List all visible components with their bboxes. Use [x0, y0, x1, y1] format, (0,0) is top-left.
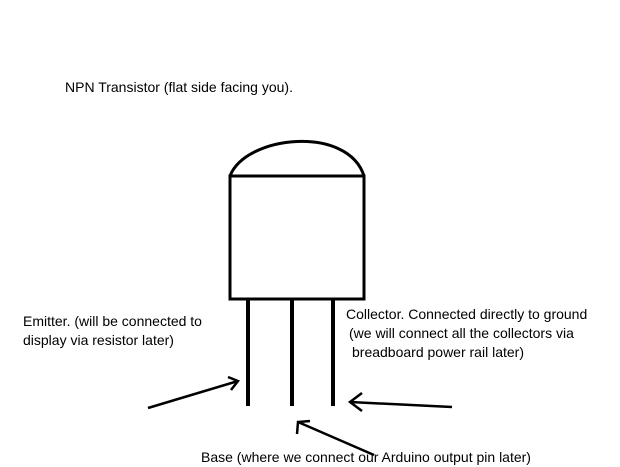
collector-label-line3: breadboard power rail later) — [352, 344, 524, 360]
emitter-label-line1: Emitter. (will be connected to — [23, 313, 202, 329]
transistor-dome — [228, 139, 366, 177]
collector-arrow — [347, 392, 453, 412]
emitter-label-line2: display via resistor later) — [23, 332, 174, 348]
collector-label-line2: (we will connect all the collectors via — [349, 325, 574, 341]
base-label: Base (where we connect our Arduino outpu… — [201, 449, 531, 465]
transistor-body — [228, 174, 366, 301]
diagram-title: NPN Transistor (flat side facing you). — [65, 79, 293, 95]
emitter-arrow — [147, 375, 241, 410]
collector-label-line1: Collector. Connected directly to ground — [346, 306, 588, 322]
base-arrow — [295, 419, 375, 457]
